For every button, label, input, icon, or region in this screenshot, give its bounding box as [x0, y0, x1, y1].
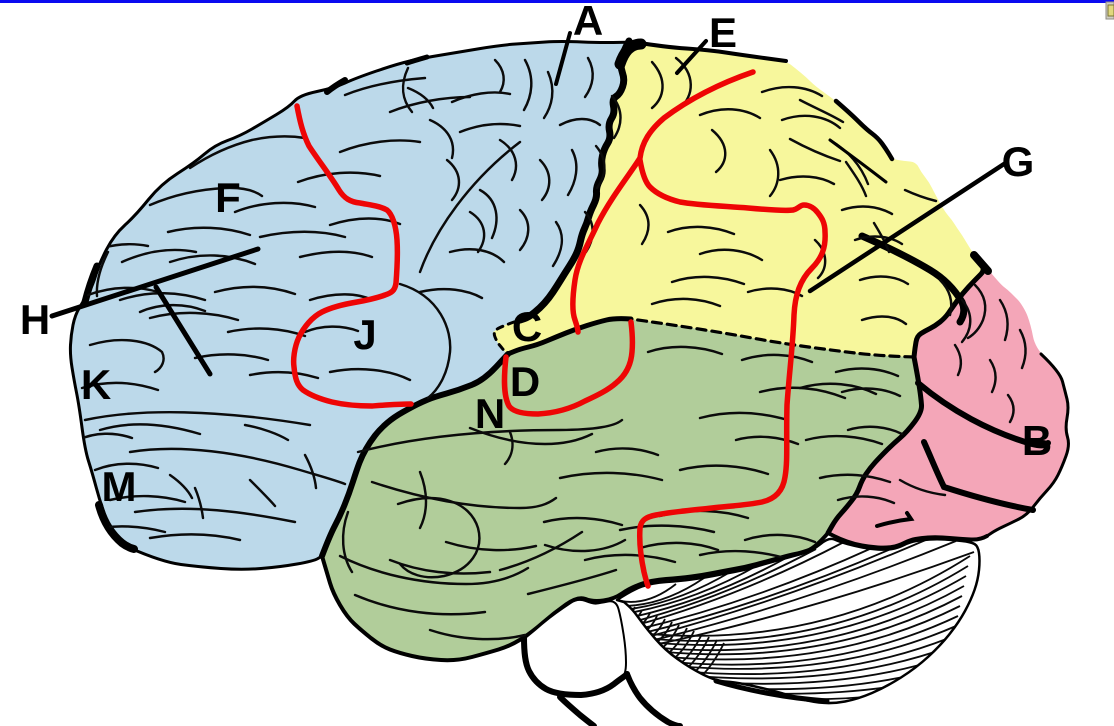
- svg-text:E: E: [709, 9, 737, 56]
- svg-text:J: J: [353, 311, 376, 358]
- svg-text:K: K: [81, 361, 111, 408]
- svg-text:H: H: [20, 296, 50, 343]
- svg-text:N: N: [475, 390, 505, 437]
- svg-text:M: M: [102, 463, 137, 510]
- svg-text:G: G: [1002, 138, 1035, 185]
- svg-text:F: F: [215, 174, 241, 221]
- svg-text:D: D: [510, 358, 540, 405]
- svg-text:B: B: [1022, 417, 1052, 464]
- svg-text:A: A: [573, 0, 603, 44]
- svg-text:C: C: [512, 303, 542, 350]
